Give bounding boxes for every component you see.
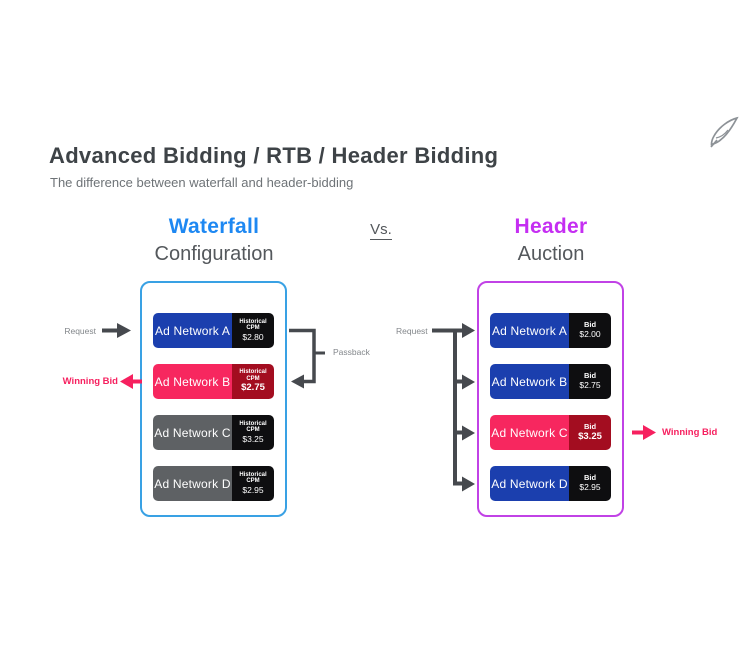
price-badge: Bid$2.00 (569, 313, 611, 348)
request-arrow-icon (100, 322, 134, 339)
badge-price: $2.75 (241, 382, 265, 394)
winning-bid-arrow-icon (120, 373, 142, 390)
waterfall-title: Waterfall (168, 215, 260, 238)
badge-price: $2.80 (242, 331, 264, 342)
waterfall-request-label: Request (64, 326, 96, 336)
quill-pen-icon (704, 112, 744, 154)
waterfall-column-heading: Waterfall Configuration (110, 215, 318, 266)
ad-network-name: Ad Network A (153, 313, 232, 348)
ad-network-name: Ad Network C (153, 415, 232, 450)
badge-price: $2.75 (579, 380, 601, 391)
request-fanout-arrows-icon (432, 322, 478, 494)
badge-caption: Bid (583, 371, 597, 381)
price-badge: Bid$2.75 (569, 364, 611, 399)
header-title: Header (514, 215, 588, 238)
passback-label: Passback (333, 347, 370, 357)
ad-network-name: Ad Network B (153, 364, 232, 399)
badge-caption: Bid (583, 473, 597, 483)
passback-arrow-icon (287, 322, 345, 394)
badge-price: $2.95 (579, 482, 601, 493)
ad-network-name: Ad Network C (490, 415, 569, 450)
header-winning-bid-label: Winning Bid (662, 427, 718, 438)
waterfall-subtitle: Configuration (154, 243, 274, 265)
ad-network-name: Ad Network D (153, 466, 232, 501)
header-subtitle: Auction (517, 243, 585, 265)
price-badge: Bid$2.95 (569, 466, 611, 501)
waterfall-winning-bid-label: Winning Bid (62, 376, 118, 387)
badge-price: $2.00 (579, 329, 601, 340)
versus-label: Vs. (370, 221, 392, 240)
badge-caption: Bid (583, 320, 597, 330)
badge-price: $2.95 (242, 484, 264, 495)
price-badge: Bid$3.25 (569, 415, 611, 450)
page-subtitle: The difference between waterfall and hea… (50, 175, 354, 190)
winning-bid-arrow-icon (632, 424, 656, 441)
ad-network-name: Ad Network B (490, 364, 569, 399)
badge-price: $3.25 (578, 430, 602, 442)
badge-caption: Bid (583, 421, 597, 431)
header-column-heading: Header Auction (447, 215, 655, 266)
page-title: Advanced Bidding / RTB / Header Bidding (49, 143, 499, 168)
header-request-label: Request (396, 326, 428, 336)
ad-network-name: Ad Network D (490, 466, 569, 501)
badge-price: $3.25 (242, 433, 264, 444)
ad-network-name: Ad Network A (490, 313, 569, 348)
